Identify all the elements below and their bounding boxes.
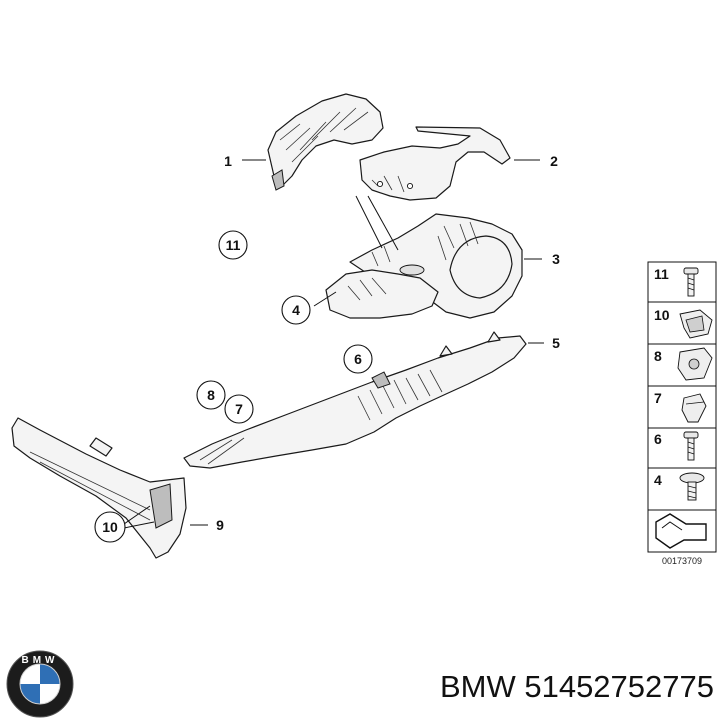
- callout-6: 6: [354, 351, 362, 367]
- part-2-upper-cover: [359, 126, 511, 201]
- part-5-lower-trim: [183, 331, 527, 469]
- callout-5: 5: [552, 335, 560, 351]
- fastener-legend: 11 10 8 7 6 4: [647, 261, 717, 566]
- clip-icon: [679, 309, 713, 339]
- callout-11: 11: [226, 237, 241, 253]
- diagram-code: 00173709: [662, 556, 702, 566]
- legend-item-1: 10: [654, 307, 670, 323]
- callout-3: 3: [552, 251, 560, 267]
- part-1-upper-shell: [267, 93, 384, 191]
- circle-7: [224, 394, 254, 424]
- circle-4: [281, 295, 311, 325]
- leader-lines: [123, 159, 544, 529]
- flange-bolt-icon: [679, 472, 705, 501]
- screw-small-icon: [683, 431, 699, 461]
- circle-8: [196, 380, 226, 410]
- screw-icon: [683, 267, 699, 297]
- push-clip-icon: [681, 393, 707, 423]
- legend-item-0: 11: [654, 266, 669, 282]
- bmw-logo-letters: BMW: [22, 655, 59, 666]
- circle-6: [343, 344, 373, 374]
- callout-4: 4: [292, 302, 300, 318]
- nut-clip-icon: [677, 347, 713, 381]
- part-number-caption: BMW 51452752775: [440, 669, 714, 704]
- callout-1: 1: [224, 153, 232, 169]
- part-3-lower-cover: [349, 213, 523, 319]
- callout-2: 2: [550, 153, 558, 169]
- bmw-logo: BMW: [6, 650, 74, 718]
- callout-10: 10: [102, 519, 118, 535]
- callout-9: 9: [216, 517, 224, 533]
- part-4-knee-piece: [325, 269, 439, 319]
- legend-item-4: 6: [654, 431, 662, 447]
- arrow-symbol-icon: [655, 513, 707, 549]
- callout-8: 8: [207, 387, 215, 403]
- callout-7: 7: [235, 401, 243, 417]
- circle-11: [218, 230, 248, 260]
- legend-item-5: 4: [654, 472, 662, 488]
- part-9-side-panel: [11, 417, 187, 559]
- circle-10: [94, 511, 126, 543]
- legend-item-3: 7: [654, 390, 662, 406]
- legend-item-2: 8: [654, 348, 662, 364]
